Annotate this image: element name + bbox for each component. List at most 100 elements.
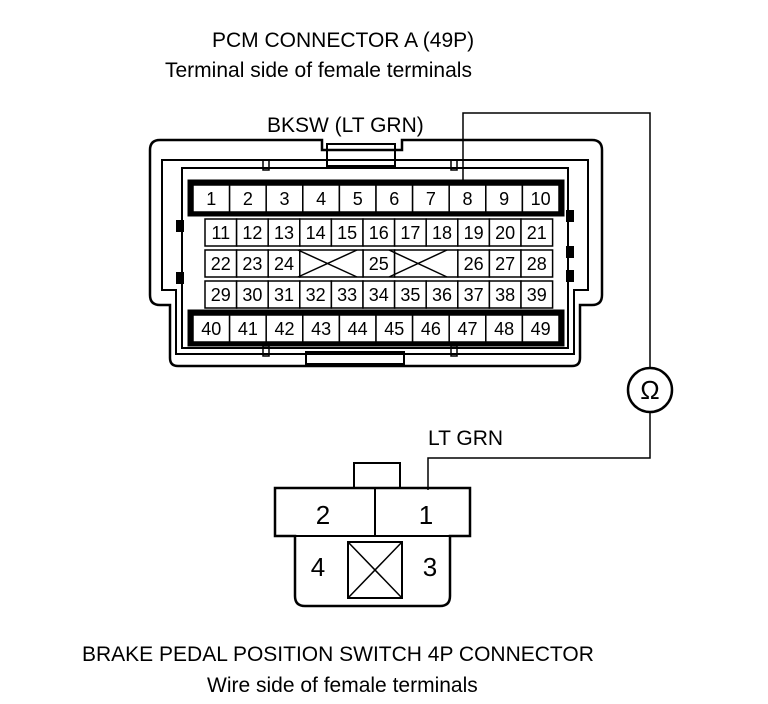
pcm-terminal-number: 29 — [211, 285, 231, 305]
pcm-terminal-cell — [267, 280, 301, 309]
pcm-terminal-number: 13 — [274, 223, 294, 243]
pcm-terminal-number: 12 — [242, 223, 262, 243]
pcm-terminal-number: 7 — [426, 189, 436, 209]
pcm-terminal-number: 2 — [243, 189, 253, 209]
pcm-terminal-number: 4 — [316, 189, 326, 209]
pcm-terminal-number: 27 — [495, 254, 515, 274]
pcm-terminal-cell — [488, 218, 522, 247]
pcm-connector-title: PCM CONNECTOR A (49P) — [212, 29, 475, 52]
pcm-terminal-cell — [228, 314, 267, 343]
pcm-terminal-cell — [228, 184, 267, 213]
pcm-terminal-number: 45 — [384, 319, 404, 339]
pcm-terminal-number: 43 — [311, 319, 331, 339]
ohmmeter-symbol — [626, 366, 674, 414]
pcm-terminal-number: 32 — [306, 285, 326, 305]
pcm-terminal-cell — [520, 280, 554, 309]
pcm-terminal-cell — [267, 218, 301, 247]
pcm-terminal-cell — [411, 184, 450, 213]
pcm-terminal-number: 26 — [464, 254, 484, 274]
pcm-terminal-cell — [192, 184, 231, 213]
pcm-top-latch — [326, 143, 396, 167]
bksw-wire-label: BKSW (LT GRN) — [267, 114, 424, 137]
pcm-terminal-cell — [362, 218, 396, 247]
pcm-connector-subtitle: Terminal side of female terminals — [165, 59, 472, 82]
pcm-terminal-cell — [485, 184, 524, 213]
pcm-terminal-number: 8 — [462, 189, 472, 209]
pcm-terminal-cell — [235, 218, 269, 247]
pcm-post-top-left — [262, 159, 270, 171]
pcm-terminal-number: 49 — [531, 319, 551, 339]
ohm-icon: Ω — [640, 375, 659, 405]
pcm-terminal-number: 38 — [495, 285, 515, 305]
pcm-terminal-cell — [330, 218, 364, 247]
pcm-side-tabs — [176, 210, 574, 284]
switch-connector-subtitle: Wire side of female terminals — [207, 674, 478, 697]
pcm-terminal-number: 40 — [201, 319, 221, 339]
pcm-terminal-cell — [457, 249, 491, 278]
pcm-terminal-number: 10 — [531, 189, 551, 209]
pcm-terminal-number: 44 — [348, 319, 368, 339]
pcm-terminal-cell — [393, 280, 427, 309]
pcm-terminal-number: 28 — [527, 254, 547, 274]
switch-terminal-2: 2 — [316, 500, 330, 530]
pcm-terminal-number: 9 — [499, 189, 509, 209]
pcm-blank-cavity-frame — [299, 249, 364, 278]
pcm-terminal-cell — [521, 184, 560, 213]
pcm-terminal-number: 24 — [274, 254, 294, 274]
pcm-terminal-number: 35 — [400, 285, 420, 305]
pcm-blank-cavity-frame — [393, 249, 459, 278]
pcm-terminal-cell — [425, 280, 459, 309]
switch-terminal-3: 3 — [423, 552, 437, 582]
pcm-terminal-cell — [267, 249, 301, 278]
pcm-terminal-number: 22 — [211, 254, 231, 274]
pcm-post-top-right — [450, 159, 458, 171]
pcm-terminal-cell — [204, 249, 238, 278]
pcm-terminal-number: 11 — [211, 223, 230, 243]
pcm-terminal-number: 37 — [464, 285, 484, 305]
pcm-terminal-number: 46 — [421, 319, 441, 339]
switch-connector-latch — [353, 462, 401, 489]
switch-blank-cavity-x — [347, 541, 403, 599]
lt-grn-wire-label: LT GRN — [428, 427, 504, 450]
pcm-bottom-key — [305, 351, 405, 365]
switch-connector-title: BRAKE PEDAL POSITION SWITCH 4P CONNECTOR — [82, 643, 594, 666]
pcm-terminal-number: 21 — [527, 223, 547, 243]
pcm-row5-bar — [187, 309, 565, 347]
pcm-blank-cavity-left — [297, 249, 358, 278]
pcm-terminal-number: 1 — [206, 189, 216, 209]
pcm-blank-cavity-right — [388, 249, 448, 278]
pcm-row1-bar — [187, 179, 565, 217]
pcm-terminal-number: 31 — [274, 285, 294, 305]
pcm-terminal-cell — [235, 280, 269, 309]
pcm-terminal-number: 30 — [242, 285, 262, 305]
pcm-terminal-cell — [393, 218, 427, 247]
pcm-terminal-number: 3 — [279, 189, 289, 209]
pcm-terminal-cell — [457, 218, 491, 247]
pcm-terminal-cell — [521, 314, 560, 343]
pcm-terminal-cell — [330, 280, 364, 309]
pcm-terminal-number: 25 — [369, 254, 389, 274]
pcm-terminal-cell — [520, 249, 554, 278]
switch-connector-body — [273, 486, 472, 608]
pcm-terminal-number: 36 — [432, 285, 452, 305]
pcm-terminal-number: 6 — [389, 189, 399, 209]
pcm-terminal-cell — [204, 280, 238, 309]
pcm-terminal-number: 47 — [457, 319, 477, 339]
pcm-terminal-cell — [302, 314, 341, 343]
pcm-terminal-number: 16 — [369, 223, 389, 243]
pcm-connector-shell — [148, 138, 604, 368]
pcm-terminal-number: 14 — [306, 223, 326, 243]
pcm-terminal-number: 34 — [369, 285, 389, 305]
pcm-connector-inner-shell — [161, 159, 589, 355]
pcm-terminal-number: 15 — [337, 223, 357, 243]
bksw-wire — [462, 112, 651, 368]
lt-grn-wire — [427, 412, 651, 490]
pcm-terminal-number: 41 — [238, 319, 258, 339]
pcm-terminal-cell — [485, 314, 524, 343]
pcm-terminal-number: 23 — [242, 254, 262, 274]
pcm-terminal-cell — [520, 218, 554, 247]
pcm-terminal-number: 17 — [400, 223, 420, 243]
pcm-terminal-number: 18 — [432, 223, 452, 243]
